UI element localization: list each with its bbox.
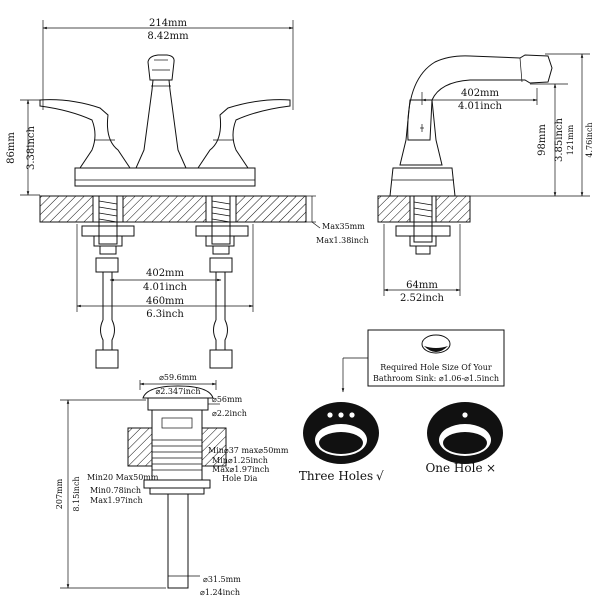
front-hose-mm: 460mm — [146, 296, 185, 307]
drain-tail-mm: ⌀31.5mm — [203, 575, 241, 584]
drain-length-mm: 207mm — [55, 478, 64, 509]
drain-thick-in2: Max1.97inch — [90, 496, 143, 505]
drain-cap-in: ⌀2.347inch — [155, 387, 200, 396]
front-height-in: 3.38inch — [26, 125, 37, 170]
pop-up-drain: ⌀59.6mm ⌀2.347inch ⌀56mm ⌀2.2inch Min⌀37… — [55, 373, 289, 597]
faucet-spout — [135, 54, 187, 169]
side-total-mm: 121mm — [566, 124, 575, 155]
hole-size-line1: Required Hole Size Of Your — [380, 363, 492, 372]
drain-hole-range-mm: Min⌀37 max⌀50mm — [208, 446, 289, 455]
drain-thick-in1: Min0.78inch — [90, 486, 141, 495]
front-view: 214mm 8.42mm 86mm 3.38inch — [6, 18, 369, 369]
side-base-in: 2.52inch — [400, 293, 445, 304]
one-hole-label: One Hole — [425, 461, 482, 475]
drain-hole-in1: Min⌀1.25inch — [212, 456, 268, 465]
front-width-mm: 214mm — [149, 18, 188, 29]
front-max-in: Max1.38inch — [316, 236, 369, 245]
drain-body-mm: ⌀56mm — [212, 395, 243, 404]
side-height-mm: 98mm — [537, 124, 548, 156]
three-holes-check: √ — [376, 469, 384, 483]
right-handle — [197, 99, 291, 169]
sink-note: Required Hole Size Of Your Bathroom Sink… — [299, 329, 505, 483]
front-height-mm: 86mm — [6, 132, 17, 164]
side-view: 402mm 4.01inch 98mm 3.85inch 121mm 4.76i… — [377, 53, 594, 304]
front-center-in: 4.01inch — [143, 282, 188, 293]
drain-hole-in2: Max⌀1.97inch — [212, 465, 269, 474]
drain-hole-dia: Hole Dia — [222, 474, 258, 483]
side-base-mm: 64mm — [406, 280, 438, 291]
side-reach-mm: 402mm — [461, 88, 500, 99]
left-shank — [81, 195, 135, 255]
supply-hoses — [95, 257, 233, 369]
one-hole-cross: × — [486, 461, 496, 475]
sink-deck-section — [39, 195, 307, 223]
side-height-in: 3.85inch — [554, 117, 565, 162]
drain-length-in: 8.15inch — [72, 476, 81, 511]
left-handle — [39, 99, 131, 169]
drain-cap-mm: ⌀59.6mm — [159, 373, 197, 382]
drain-tail-in: ⌀1.24inch — [200, 588, 240, 597]
three-holes-sink-icon — [303, 402, 379, 464]
drain-thick-mm: Min20 Max50mm — [87, 473, 159, 482]
side-reach-in: 4.01inch — [458, 101, 503, 112]
side-total-in: 4.76inch — [585, 122, 594, 157]
right-shank — [195, 195, 249, 255]
hole-size-line2: Bathroom Sink: ⌀1.06-⌀1.5inch — [373, 374, 499, 383]
front-center-mm: 402mm — [146, 268, 185, 279]
front-max-mm: Max35mm — [322, 222, 365, 231]
front-hose-in: 6.3inch — [146, 309, 184, 320]
front-width-in: 8.42mm — [147, 31, 189, 42]
three-holes-label: Three Holes — [299, 469, 373, 483]
drain-body-in: ⌀2.2inch — [212, 409, 247, 418]
one-hole-sink-icon — [427, 402, 503, 464]
